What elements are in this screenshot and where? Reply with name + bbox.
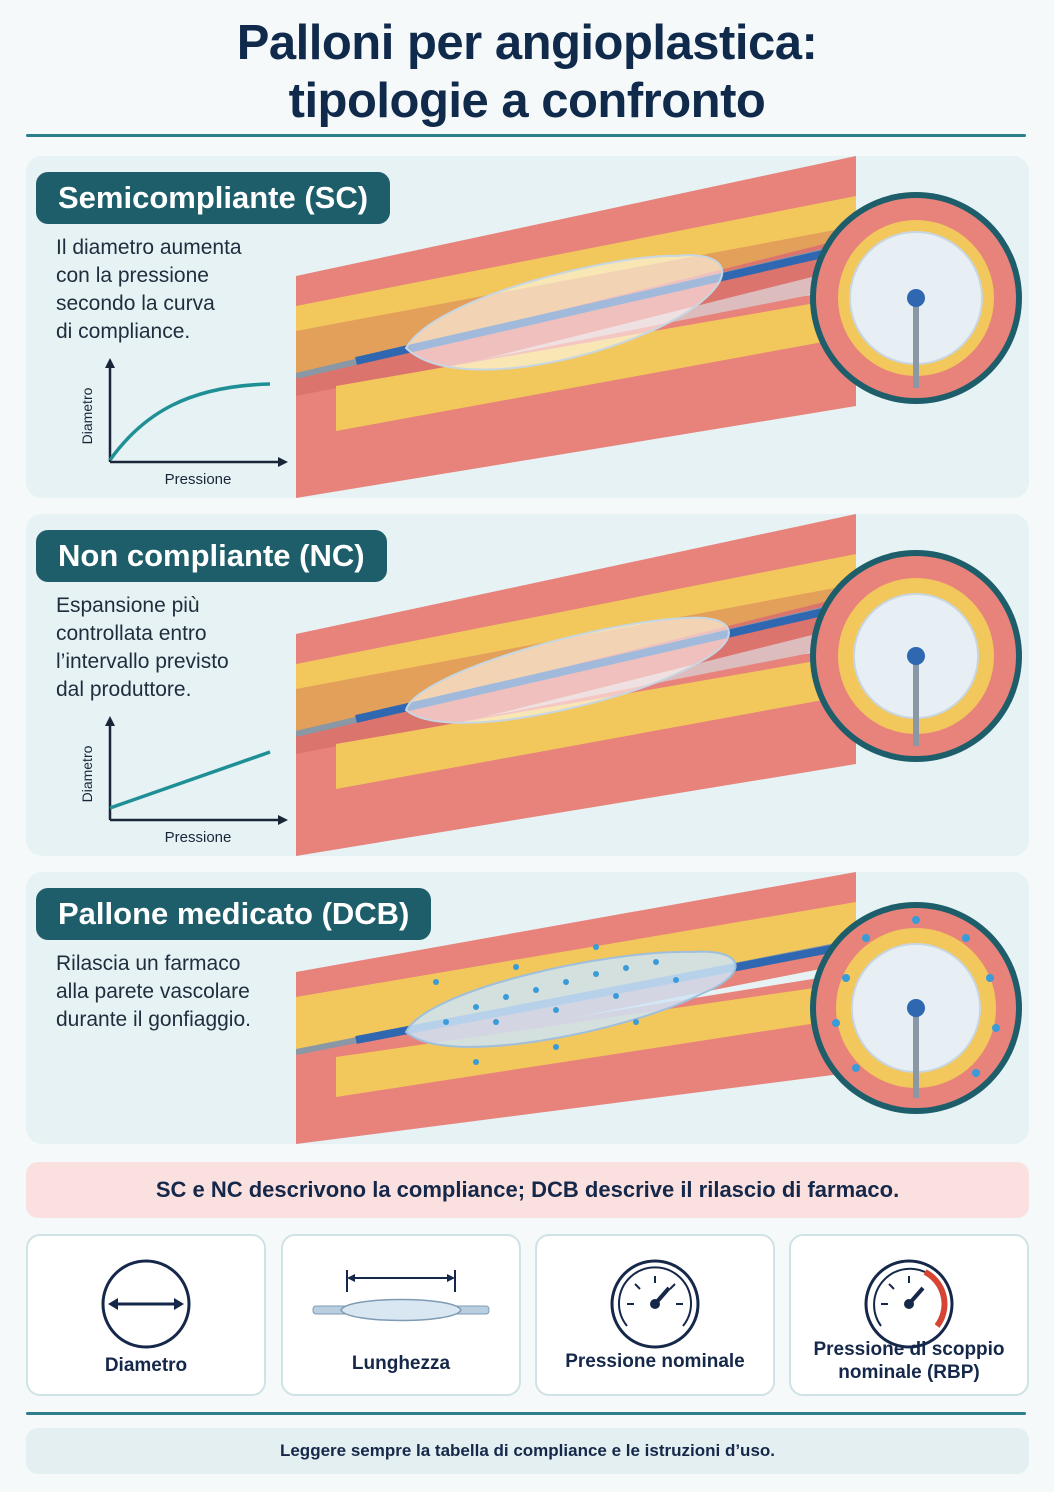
parameter-card-nominal-pressure: Pressione nominale <box>535 1234 775 1396</box>
drug-coated-balloon <box>404 950 737 1048</box>
artery-illustration <box>296 156 856 498</box>
compliance-curve <box>109 750 271 810</box>
diameter-icon <box>101 1259 191 1349</box>
y-axis-label: Diametro <box>79 745 95 802</box>
compliance-curve <box>108 382 271 462</box>
compliance-graph: Diametro Pressione <box>79 716 288 842</box>
parameter-card-diameter: Diametro <box>26 1234 266 1396</box>
section-description: Espansione più controllata entro l’inter… <box>56 594 229 701</box>
section-description: Rilascia un farmaco alla parete vascolar… <box>56 952 251 1031</box>
parameter-label: Diametro <box>104 1355 188 1376</box>
x-axis-label: Pressione <box>165 829 232 842</box>
artery-illustration <box>296 872 856 1144</box>
section-description: Il diametro aumenta con la pressione sec… <box>56 236 242 343</box>
cross-section <box>810 902 1022 1114</box>
section-drug-coated: Pallone medicato (DCB) Rilascia un farma… <box>26 872 1029 1144</box>
page-title: Palloni per angioplastica: tipologie a c… <box>236 16 818 128</box>
section-noncompliant: Non compliante (NC) Espansione più contr… <box>26 514 1029 856</box>
x-axis-label: Pressione <box>165 471 232 484</box>
footer-note: Leggere sempre la tabella di compliance … <box>26 1428 1029 1474</box>
cross-section <box>810 192 1022 404</box>
footer-divider <box>26 1412 1026 1415</box>
title-divider <box>26 134 1026 137</box>
parameter-label: Pressione di scoppio nominale (RBP) <box>813 1339 1005 1383</box>
burst-pressure-gauge-icon <box>864 1259 954 1349</box>
artery-illustration <box>296 514 856 856</box>
balloon <box>404 254 723 371</box>
y-axis-label: Diametro <box>79 387 95 444</box>
pressure-gauge-icon <box>610 1259 700 1349</box>
compliance-graph: Diametro Pressione <box>79 358 288 484</box>
section-label: Pallone medicato (DCB) <box>36 888 432 940</box>
drug-particles <box>433 944 679 1065</box>
balloon <box>404 616 730 724</box>
balloon-length-icon <box>312 1270 490 1322</box>
section-semicompliant: Semicompliante (SC) Il diametro aumenta … <box>26 156 1029 498</box>
section-label: Semicompliante (SC) <box>36 172 391 224</box>
summary-callout: SC e NC descrivono la compliance; DCB de… <box>26 1162 1029 1218</box>
section-label: Non compliante (NC) <box>36 530 387 582</box>
cross-section <box>810 550 1022 762</box>
parameter-card-length: Lunghezza <box>281 1234 521 1396</box>
parameter-label: Pressione nominale <box>565 1351 745 1372</box>
parameter-card-rated-burst-pressure: Pressione di scoppio nominale (RBP) <box>789 1234 1029 1396</box>
parameter-label: Lunghezza <box>351 1353 451 1374</box>
